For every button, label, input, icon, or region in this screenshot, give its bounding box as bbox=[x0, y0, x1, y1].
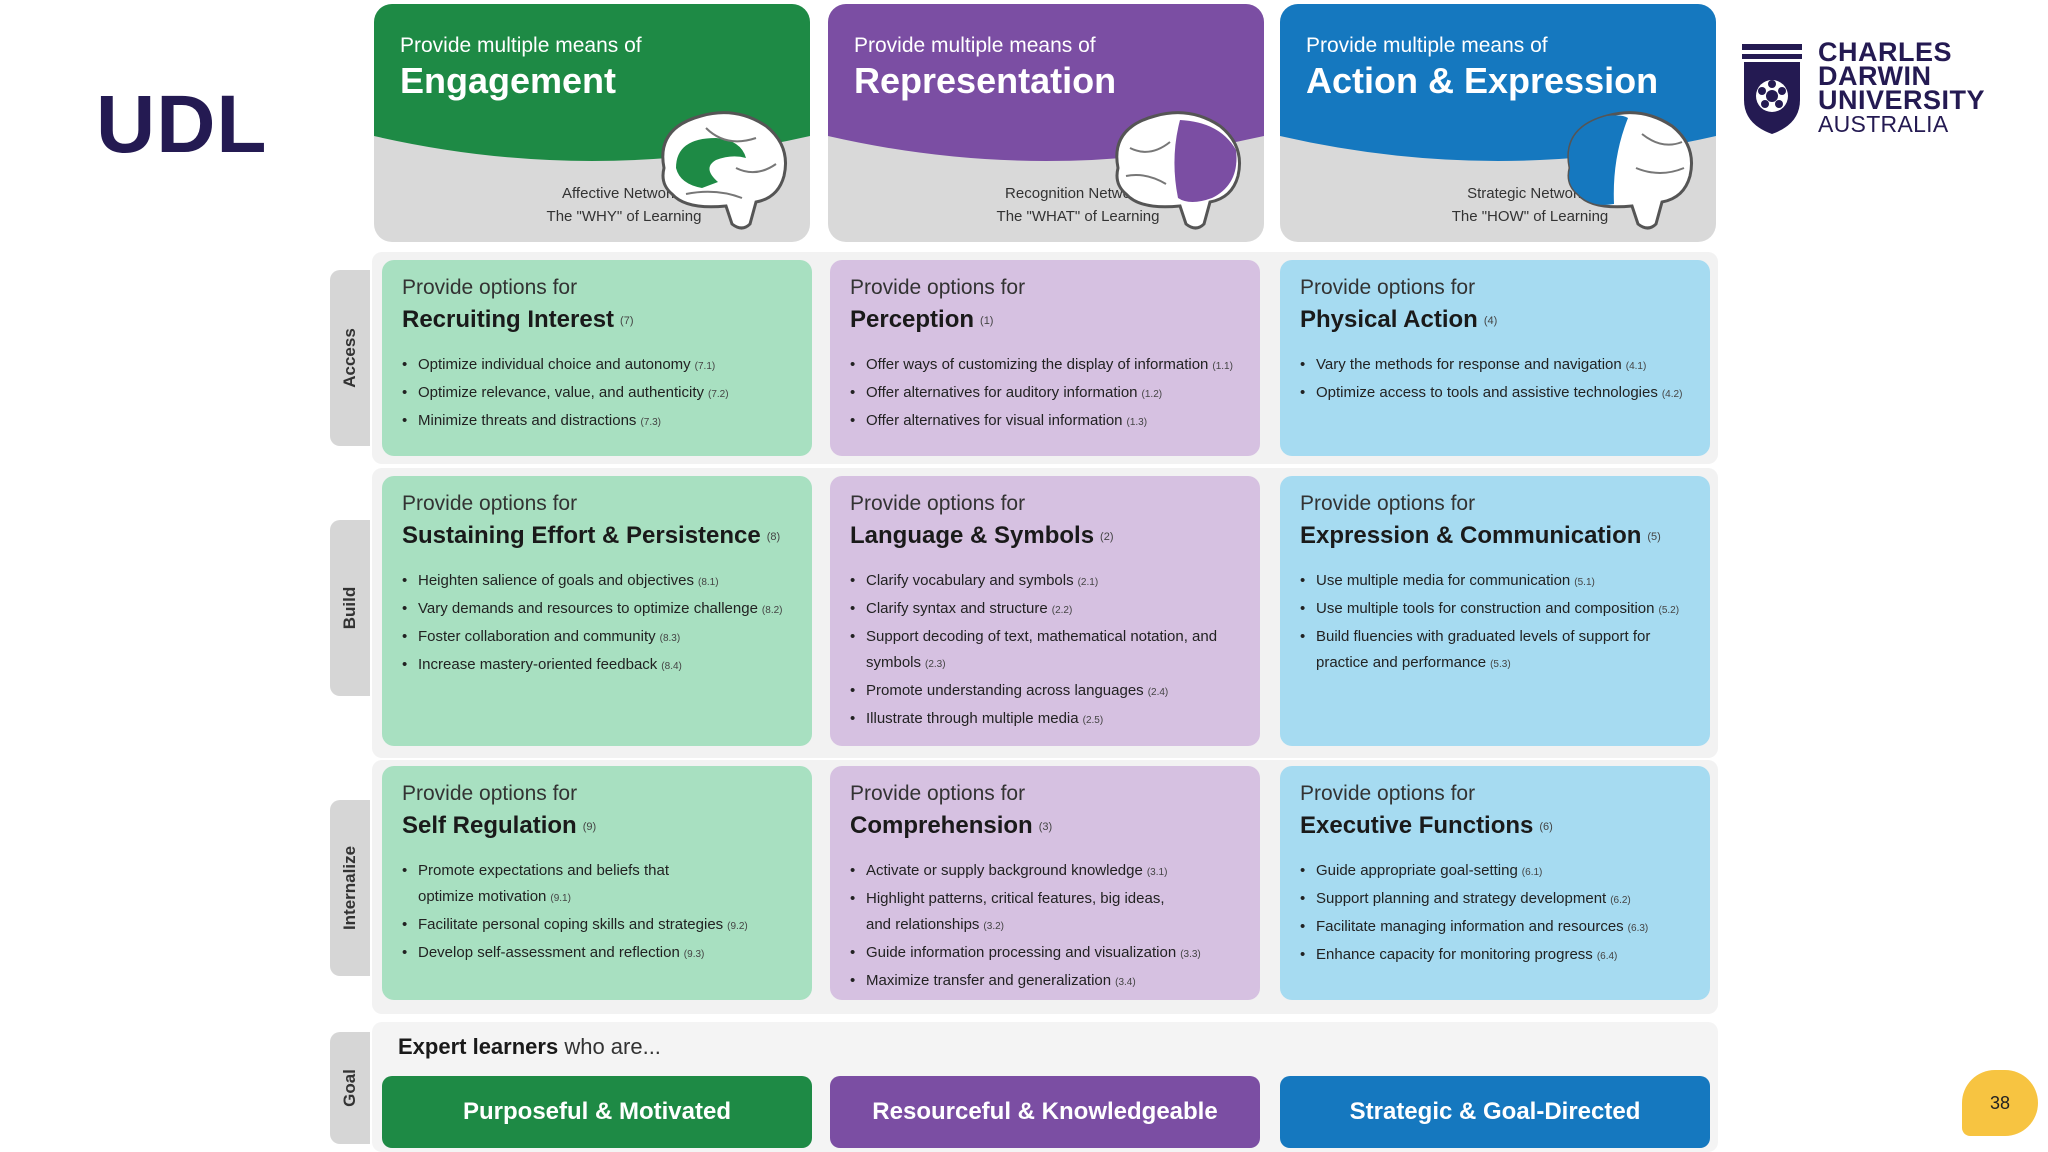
network-caption: Affective Networks The "WHY" of Learning bbox=[546, 185, 702, 225]
cell-perception: Provide options for Perception(1) Offer … bbox=[830, 260, 1260, 456]
list-item: Facilitate personal coping skills and st… bbox=[402, 912, 818, 940]
cell-sustaining-effort: Provide options for Sustaining Effort & … bbox=[382, 476, 812, 746]
list-item: Foster collaboration and community(8.3) bbox=[402, 624, 802, 652]
header-title: Engagement bbox=[400, 60, 617, 101]
list-item: Illustrate through multiple media(2.5) bbox=[850, 706, 1250, 734]
list-item: Activate or supply background knowledge(… bbox=[850, 858, 1266, 886]
row-label-access: Access bbox=[330, 270, 370, 446]
list-item: Optimize access to tools and assistive t… bbox=[1300, 380, 1700, 408]
checkpoint-list: Heighten salience of goals and objective… bbox=[402, 568, 802, 680]
cell-topic: Expression & Communication(5) bbox=[1300, 522, 1661, 549]
cell-self-regulation: Provide options for Self Regulation(9) P… bbox=[382, 766, 812, 1000]
brain-icon bbox=[661, 111, 787, 230]
column-header-representation: Provide multiple means of Representation… bbox=[828, 4, 1264, 242]
network-caption: Strategic Networks The "HOW" of Learning bbox=[1451, 185, 1609, 225]
goal-purposeful-motivated: Purposeful & Motivated bbox=[382, 1076, 812, 1148]
crest-icon bbox=[1742, 44, 1802, 134]
cell-executive-functions: Provide options for Executive Functions(… bbox=[1280, 766, 1710, 1000]
list-item: Develop self-assessment and reflection(9… bbox=[402, 940, 818, 968]
list-item: Increase mastery-oriented feedback(8.4) bbox=[402, 652, 802, 680]
checkpoint-list: Promote expectations and beliefs that op… bbox=[402, 858, 748, 968]
row-label-internalize: Internalize bbox=[330, 800, 370, 976]
list-item: Heighten salience of goals and objective… bbox=[402, 568, 802, 596]
cell-topic: Comprehension(3) bbox=[850, 812, 1053, 839]
header-kicker: Provide multiple means of bbox=[400, 34, 642, 57]
goal-resourceful-knowledgeable: Resourceful & Knowledgeable bbox=[830, 1076, 1260, 1148]
university-logo: CHARLES DARWIN UNIVERSITY AUSTRALIA bbox=[1740, 38, 2010, 148]
list-item: Vary demands and resources to optimize c… bbox=[402, 596, 802, 624]
list-item: Guide information processing and visuali… bbox=[850, 940, 1266, 968]
checkpoint-list: Vary the methods for response and naviga… bbox=[1300, 352, 1700, 408]
column-header-action-expression: Provide multiple means of Action & Expre… bbox=[1280, 4, 1716, 242]
goal-strategic-goal-directed: Strategic & Goal-Directed bbox=[1280, 1076, 1710, 1148]
list-item: Guide appropriate goal-setting(6.1) bbox=[1300, 858, 1700, 886]
cell-language-symbols: Provide options for Language & Symbols(2… bbox=[830, 476, 1260, 746]
brain-icon bbox=[1567, 111, 1693, 230]
goal-intro: Expert learners who are... bbox=[398, 1034, 661, 1059]
list-item: Maximize transfer and generalization(3.4… bbox=[850, 968, 1266, 996]
list-item: Facilitate managing information and reso… bbox=[1300, 914, 1700, 942]
row-label-goal: Goal bbox=[330, 1032, 370, 1144]
cell-topic: Recruiting Interest(7) bbox=[402, 306, 634, 333]
list-item: Clarify vocabulary and symbols(2.1) bbox=[850, 568, 1250, 596]
brain-icon bbox=[1115, 111, 1241, 230]
list-item: Use multiple tools for construction and … bbox=[1300, 596, 1700, 624]
cell-recruiting-interest: Provide options for Recruiting Interest(… bbox=[382, 260, 812, 456]
list-item: Optimize individual choice and autonomy(… bbox=[402, 352, 802, 380]
cell-topic: Perception(1) bbox=[850, 306, 994, 333]
column-header-engagement: Provide multiple means of Engagement Aff… bbox=[374, 4, 810, 242]
checkpoint-list: Clarify vocabulary and symbols(2.1) Clar… bbox=[850, 568, 1250, 734]
list-item: Optimize relevance, value, and authentic… bbox=[402, 380, 802, 408]
cell-topic: Language & Symbols(2) bbox=[850, 522, 1114, 549]
list-item: Offer alternatives for visual informatio… bbox=[850, 408, 1250, 436]
cell-topic: Executive Functions(6) bbox=[1300, 812, 1553, 839]
page-number-badge: 38 bbox=[1962, 1070, 2038, 1136]
checkpoint-list: Use multiple media for communication(5.1… bbox=[1300, 568, 1700, 678]
list-item: Clarify syntax and structure(2.2) bbox=[850, 596, 1250, 624]
checkpoint-list: Guide appropriate goal-setting(6.1) Supp… bbox=[1300, 858, 1700, 970]
cell-topic: Sustaining Effort & Persistence(8) bbox=[402, 522, 781, 549]
list-item: Highlight patterns, critical features, b… bbox=[850, 886, 1170, 940]
header-kicker: Provide multiple means of bbox=[1306, 34, 1548, 57]
list-item: Vary the methods for response and naviga… bbox=[1300, 352, 1700, 380]
cell-topic: Physical Action(4) bbox=[1300, 306, 1498, 333]
cell-expression-communication: Provide options for Expression & Communi… bbox=[1280, 476, 1710, 746]
list-item: Minimize threats and distractions(7.3) bbox=[402, 408, 802, 436]
list-item: Enhance capacity for monitoring progress… bbox=[1300, 942, 1700, 970]
checkpoint-list: Offer ways of customizing the display of… bbox=[850, 352, 1250, 436]
header-title: Action & Expression bbox=[1306, 60, 1659, 101]
row-label-build: Build bbox=[330, 520, 370, 696]
list-item: Offer alternatives for auditory informat… bbox=[850, 380, 1250, 408]
header-title: Representation bbox=[854, 60, 1117, 101]
checkpoint-list: Optimize individual choice and autonomy(… bbox=[402, 352, 802, 436]
header-kicker: Provide multiple means of bbox=[854, 34, 1096, 57]
list-item: Build fluencies with graduated levels of… bbox=[1300, 624, 1700, 678]
list-item: Promote understanding across languages(2… bbox=[850, 678, 1250, 706]
cell-physical-action: Provide options for Physical Action(4) V… bbox=[1280, 260, 1710, 456]
list-item: Use multiple media for communication(5.1… bbox=[1300, 568, 1700, 596]
list-item: Support decoding of text, mathematical n… bbox=[850, 624, 1250, 678]
cell-topic: Self Regulation(9) bbox=[402, 812, 597, 839]
list-item: Support planning and strategy developmen… bbox=[1300, 886, 1700, 914]
list-item: Promote expectations and beliefs that op… bbox=[402, 858, 702, 912]
list-item: Offer ways of customizing the display of… bbox=[850, 352, 1250, 380]
slide-title: UDL bbox=[96, 79, 268, 170]
checkpoint-list: Activate or supply background knowledge(… bbox=[850, 858, 1201, 996]
logo-wordmark: CHARLES DARWIN UNIVERSITY AUSTRALIA bbox=[1818, 37, 1986, 137]
network-caption: Recognition Networks The "WHAT" of Learn… bbox=[996, 185, 1160, 225]
cell-comprehension: Provide options for Comprehension(3) Act… bbox=[830, 766, 1260, 1000]
